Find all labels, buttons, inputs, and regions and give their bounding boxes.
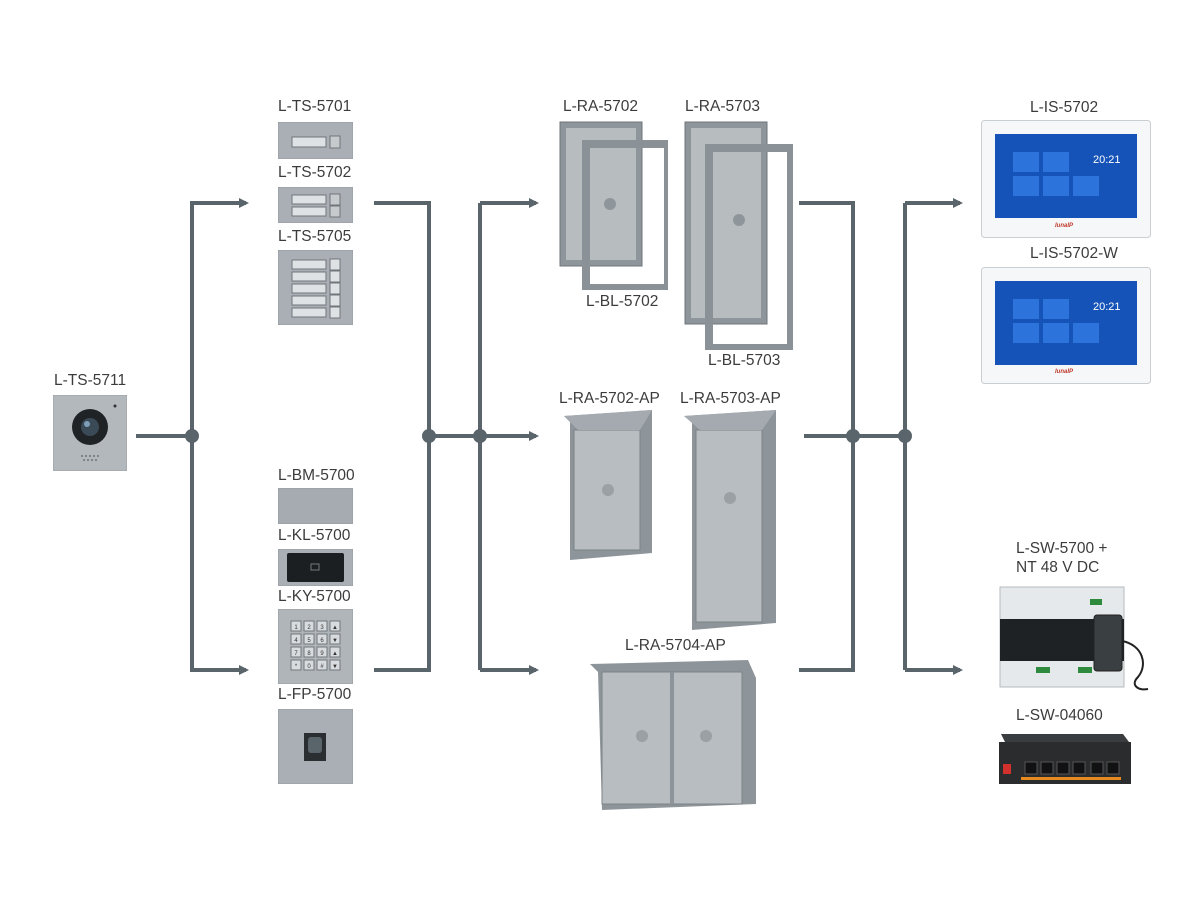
flush-box-3-image [684, 121, 793, 350]
keypad-key-label: 0 [307, 664, 311, 670]
label-ts5701: L-TS-5701 [278, 98, 352, 115]
monitor-brand: lunaIP [1055, 223, 1074, 229]
keypad-key [316, 620, 328, 632]
keypad-key [316, 659, 328, 671]
flush-box-2-image [559, 121, 668, 290]
label-ts5711: L-TS-5711 [54, 372, 127, 389]
keypad-key-label: 7 [294, 651, 298, 657]
keypad-key-label: 2 [307, 625, 311, 631]
surface-box-4-image [590, 660, 756, 810]
keypad-key [303, 659, 315, 671]
label-ra5704ap: L-RA-5704-AP [625, 637, 726, 654]
keypad-key [329, 633, 341, 645]
label-kl5700: L-KL-5700 [278, 527, 351, 544]
monitor-1-image: 20:21 lunaIP [981, 120, 1151, 238]
keypad-key-label: 5 [307, 638, 311, 644]
keypad-key-label: 4 [294, 638, 298, 644]
keypad-key-label: ▼ [332, 638, 338, 644]
keypad-key [303, 620, 315, 632]
button-module-2-image [278, 187, 353, 223]
keypad-key [316, 633, 328, 645]
junction-dot [185, 429, 199, 443]
keypad-key [290, 633, 302, 645]
keypad-key-label: # [320, 664, 324, 670]
junction-dot [846, 429, 860, 443]
poe-switch-image [999, 734, 1131, 784]
keypad-key [303, 633, 315, 645]
label-bm5700: L-BM-5700 [278, 467, 355, 484]
monitor-brand: lunaIP [1055, 369, 1074, 375]
keypad-key [329, 620, 341, 632]
keypad-key-label: 8 [307, 651, 311, 657]
keypad-key [290, 659, 302, 671]
surface-box-2-image [564, 410, 652, 560]
monitor-2-image: 20:21 lunaIP [981, 267, 1151, 384]
label-ky5700: L-KY-5700 [278, 588, 351, 605]
junction-dot [422, 429, 436, 443]
button-module-1-image [278, 122, 353, 159]
connector-line [190, 436, 249, 675]
label-sw04060: L-SW-04060 [1016, 707, 1103, 724]
switch-psu-image [999, 586, 1149, 691]
connector-line [190, 198, 249, 436]
label-bl5702: L-BL-5702 [586, 293, 659, 310]
keypad-key [290, 620, 302, 632]
keypad-key-label: 6 [320, 638, 324, 644]
label-ra5702ap: L-RA-5702-AP [559, 390, 660, 407]
monitor-clock: 20:21 [1093, 301, 1121, 313]
camera-module-image [53, 395, 127, 471]
fingerprint-module-image [278, 709, 353, 784]
junction-dot [898, 429, 912, 443]
keypad-module-image: 1 2 3 ▲ 4 5 6 ▼ 7 8 9 ▲ * 0 # ▼ [278, 609, 353, 684]
keypad-key-label: 1 [294, 625, 298, 631]
keypad-key-label: ▼ [332, 664, 338, 670]
label-bl5703: L-BL-5703 [708, 352, 781, 369]
connector-line [374, 201, 431, 672]
label-ra5703ap: L-RA-5703-AP [680, 390, 781, 407]
label-ts5705: L-TS-5705 [278, 228, 352, 245]
keypad-key-label: ▲ [332, 651, 338, 657]
card-reader-module-image [278, 549, 353, 586]
junction-dot [473, 429, 487, 443]
keypad-key [329, 659, 341, 671]
keypad-key [303, 646, 315, 658]
keypad-key-label: ▲ [332, 625, 338, 631]
keypad-key-label: 9 [320, 651, 324, 657]
keypad-key-label: * [295, 664, 298, 670]
monitor-clock: 20:21 [1093, 154, 1121, 166]
label-fp5700: L-FP-5700 [278, 686, 352, 703]
keypad-key-label: 3 [320, 625, 324, 631]
label-sw5700-line2: NT 48 V DC [1016, 559, 1100, 576]
label-ra5702: L-RA-5702 [563, 98, 638, 115]
blank-module-image [278, 488, 353, 524]
label-is5702: L-IS-5702 [1030, 99, 1099, 116]
label-ts5702: L-TS-5702 [278, 164, 352, 181]
label-sw5700-line1: L-SW-5700 + [1016, 540, 1108, 557]
keypad-key [290, 646, 302, 658]
keypad-key [316, 646, 328, 658]
keypad-key [329, 646, 341, 658]
label-is5702w: L-IS-5702-W [1030, 245, 1118, 262]
label-ra5703: L-RA-5703 [685, 98, 760, 115]
surface-box-3-image [684, 410, 776, 630]
button-module-5-image [278, 250, 353, 325]
